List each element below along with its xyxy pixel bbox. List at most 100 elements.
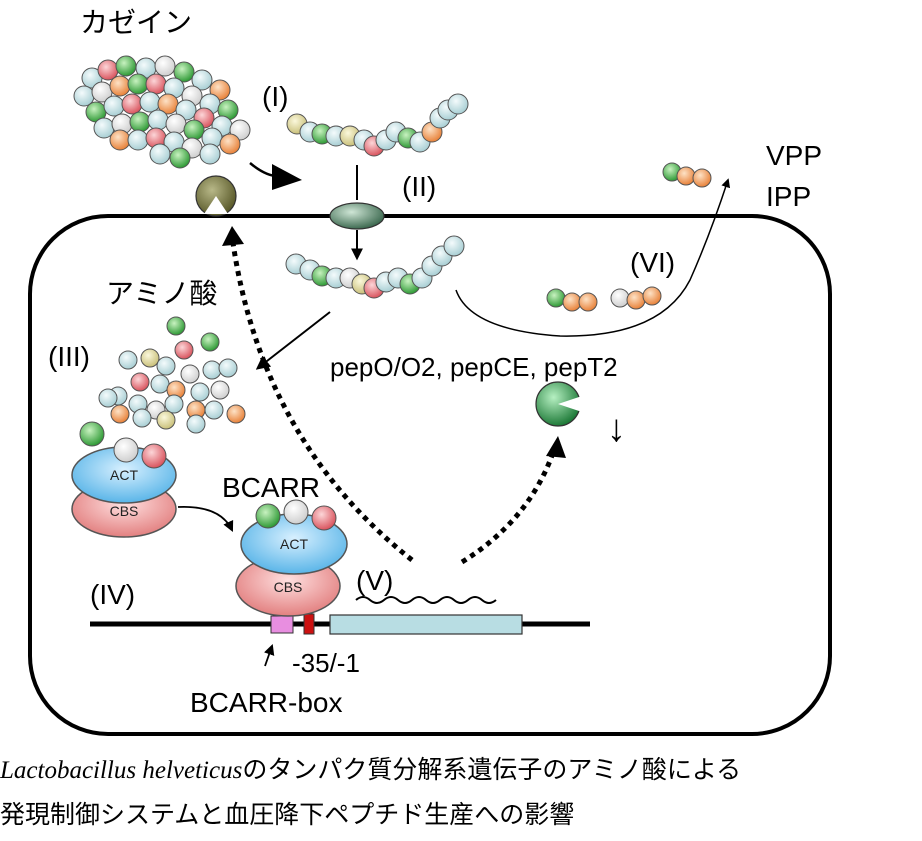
amino-acid-bead bbox=[562, 292, 582, 312]
amino-acid-bead bbox=[103, 95, 125, 117]
amino-acid-bead bbox=[180, 364, 200, 384]
small-peptides bbox=[546, 162, 712, 312]
amino-acid-bead bbox=[149, 143, 171, 165]
dotted-arrowhead-proteinase bbox=[222, 226, 244, 246]
amino-acid-bead bbox=[186, 414, 206, 434]
amino-acid-bead bbox=[166, 316, 186, 336]
bcarr-box-label: BCARR-box bbox=[190, 687, 342, 718]
amino-acid-bead bbox=[204, 400, 224, 420]
proteinase-icon bbox=[195, 175, 237, 217]
amino-acid-bead bbox=[692, 168, 712, 188]
amino-acid-bead bbox=[164, 394, 184, 414]
step-6-label: (VI) bbox=[630, 247, 675, 278]
caption-species: Lactobacillus helveticus bbox=[0, 757, 243, 784]
dotted-arrow-to-peptidase bbox=[460, 449, 557, 565]
dotted-arrowhead-peptidase bbox=[546, 436, 566, 458]
downregulation-arrow: ↓ bbox=[607, 408, 626, 450]
amino-acid-bead bbox=[311, 505, 337, 531]
amino-acid-bead bbox=[130, 372, 150, 392]
mrna-transcript bbox=[355, 596, 497, 604]
amino-acid-bead bbox=[156, 356, 176, 376]
amino-acid-bead bbox=[169, 147, 191, 169]
arrow-bcarr-box bbox=[264, 643, 275, 667]
promoter-site bbox=[303, 613, 315, 635]
arrow-head-casein bbox=[272, 164, 302, 190]
gene-region bbox=[329, 614, 523, 635]
amino-acid-bead bbox=[109, 129, 131, 151]
bcarr-label: BCARR bbox=[222, 472, 320, 503]
peptide-chain-extracellular bbox=[286, 93, 469, 157]
act-label-free: ACT bbox=[110, 467, 138, 483]
caption-line-1: Lactobacillus helveticusのタンパク質分解系遺伝子のアミノ… bbox=[0, 750, 922, 786]
amino-acid-bead bbox=[218, 358, 238, 378]
step-4-label: (IV) bbox=[90, 579, 135, 610]
step-1-label: (I) bbox=[262, 81, 288, 112]
arrow-vi-export bbox=[455, 178, 731, 337]
amino-acid-cluster bbox=[98, 316, 246, 434]
amino-acid-bead bbox=[109, 75, 131, 97]
amino-acid-bead bbox=[115, 55, 137, 77]
casein-label: カゼイン bbox=[80, 7, 192, 38]
step-2-label: (II) bbox=[402, 171, 436, 202]
genes-label: pepO/O2, pepCE, pepT2 bbox=[330, 352, 618, 382]
amino-acid-bead bbox=[127, 73, 149, 95]
vpp-label: VPP bbox=[766, 140, 822, 171]
ipp-label: IPP bbox=[766, 181, 811, 212]
amino-acid-bead bbox=[98, 388, 118, 408]
amino-acid-bead bbox=[283, 499, 309, 525]
caption-line1-text: のタンパク質分解系遺伝子のアミノ酸による bbox=[242, 755, 742, 784]
step-5-label: (V) bbox=[356, 565, 393, 596]
amino-acid-bead bbox=[154, 55, 176, 77]
amino-acid-bead bbox=[676, 166, 696, 186]
amino-acid-bead bbox=[210, 380, 230, 400]
arrow-cbs-to-bcarr bbox=[177, 505, 234, 532]
amino-acid-bead bbox=[132, 408, 152, 428]
diagram: ACT CBS ACT CBS カゼイン (I) (II) (III) (IV)… bbox=[28, 7, 832, 736]
amino-acid-bead bbox=[145, 73, 167, 95]
transporter-icon bbox=[329, 202, 385, 230]
amino-acid-bead bbox=[443, 235, 465, 257]
amino-acid-bead bbox=[147, 109, 169, 131]
promoter-label: -35/-1 bbox=[292, 648, 360, 678]
step-3-label: (III) bbox=[48, 341, 90, 372]
amino-acid-bead bbox=[202, 360, 222, 380]
bcarr-regulator-bound: ACT CBS bbox=[235, 513, 348, 617]
regulator-bound-amino-acids bbox=[79, 421, 337, 531]
caption-line-2: 発現制御システムと血圧降下ペプチド生産への影響 bbox=[0, 800, 575, 829]
amino-acid-bead bbox=[200, 332, 220, 352]
amino-acid-bead bbox=[226, 404, 246, 424]
amino-acid-bead bbox=[447, 93, 469, 115]
amino-acid-bead bbox=[121, 93, 143, 115]
amino-acid-bead bbox=[129, 111, 151, 133]
amino-acid-bead bbox=[219, 133, 241, 155]
cbs-label-free: CBS bbox=[110, 503, 139, 519]
dotted-arrow-to-proteinase bbox=[229, 235, 414, 562]
amino-acid-bead bbox=[199, 143, 221, 165]
amino-acid-bead bbox=[139, 91, 161, 113]
amino-acid-label: アミノ酸 bbox=[106, 278, 217, 309]
amino-acid-bead bbox=[190, 382, 210, 402]
arrow-to-amino bbox=[255, 311, 331, 370]
amino-acid-bead bbox=[642, 286, 662, 306]
amino-acid-bead bbox=[156, 410, 176, 430]
amino-acid-bead bbox=[165, 113, 187, 135]
act-label-bound: ACT bbox=[280, 536, 308, 552]
amino-acid-bead bbox=[79, 421, 105, 447]
amino-acid-bead bbox=[150, 374, 170, 394]
amino-acid-bead bbox=[626, 290, 646, 310]
cbs-label-bound: CBS bbox=[274, 579, 303, 595]
peptidase-icon bbox=[535, 381, 582, 427]
amino-acid-bead bbox=[118, 350, 138, 370]
amino-acid-bead bbox=[183, 119, 205, 141]
amino-acid-bead bbox=[174, 340, 194, 360]
amino-acid-bead bbox=[191, 69, 213, 91]
cell-membrane bbox=[28, 214, 832, 736]
amino-acid-bead bbox=[173, 61, 195, 83]
amino-acid-bead bbox=[127, 129, 149, 151]
amino-acid-bead bbox=[255, 503, 281, 529]
bcarr-box-site bbox=[270, 615, 294, 634]
amino-acid-bead bbox=[578, 292, 598, 312]
amino-acid-bead bbox=[140, 348, 160, 368]
amino-acid-bead bbox=[113, 437, 139, 463]
